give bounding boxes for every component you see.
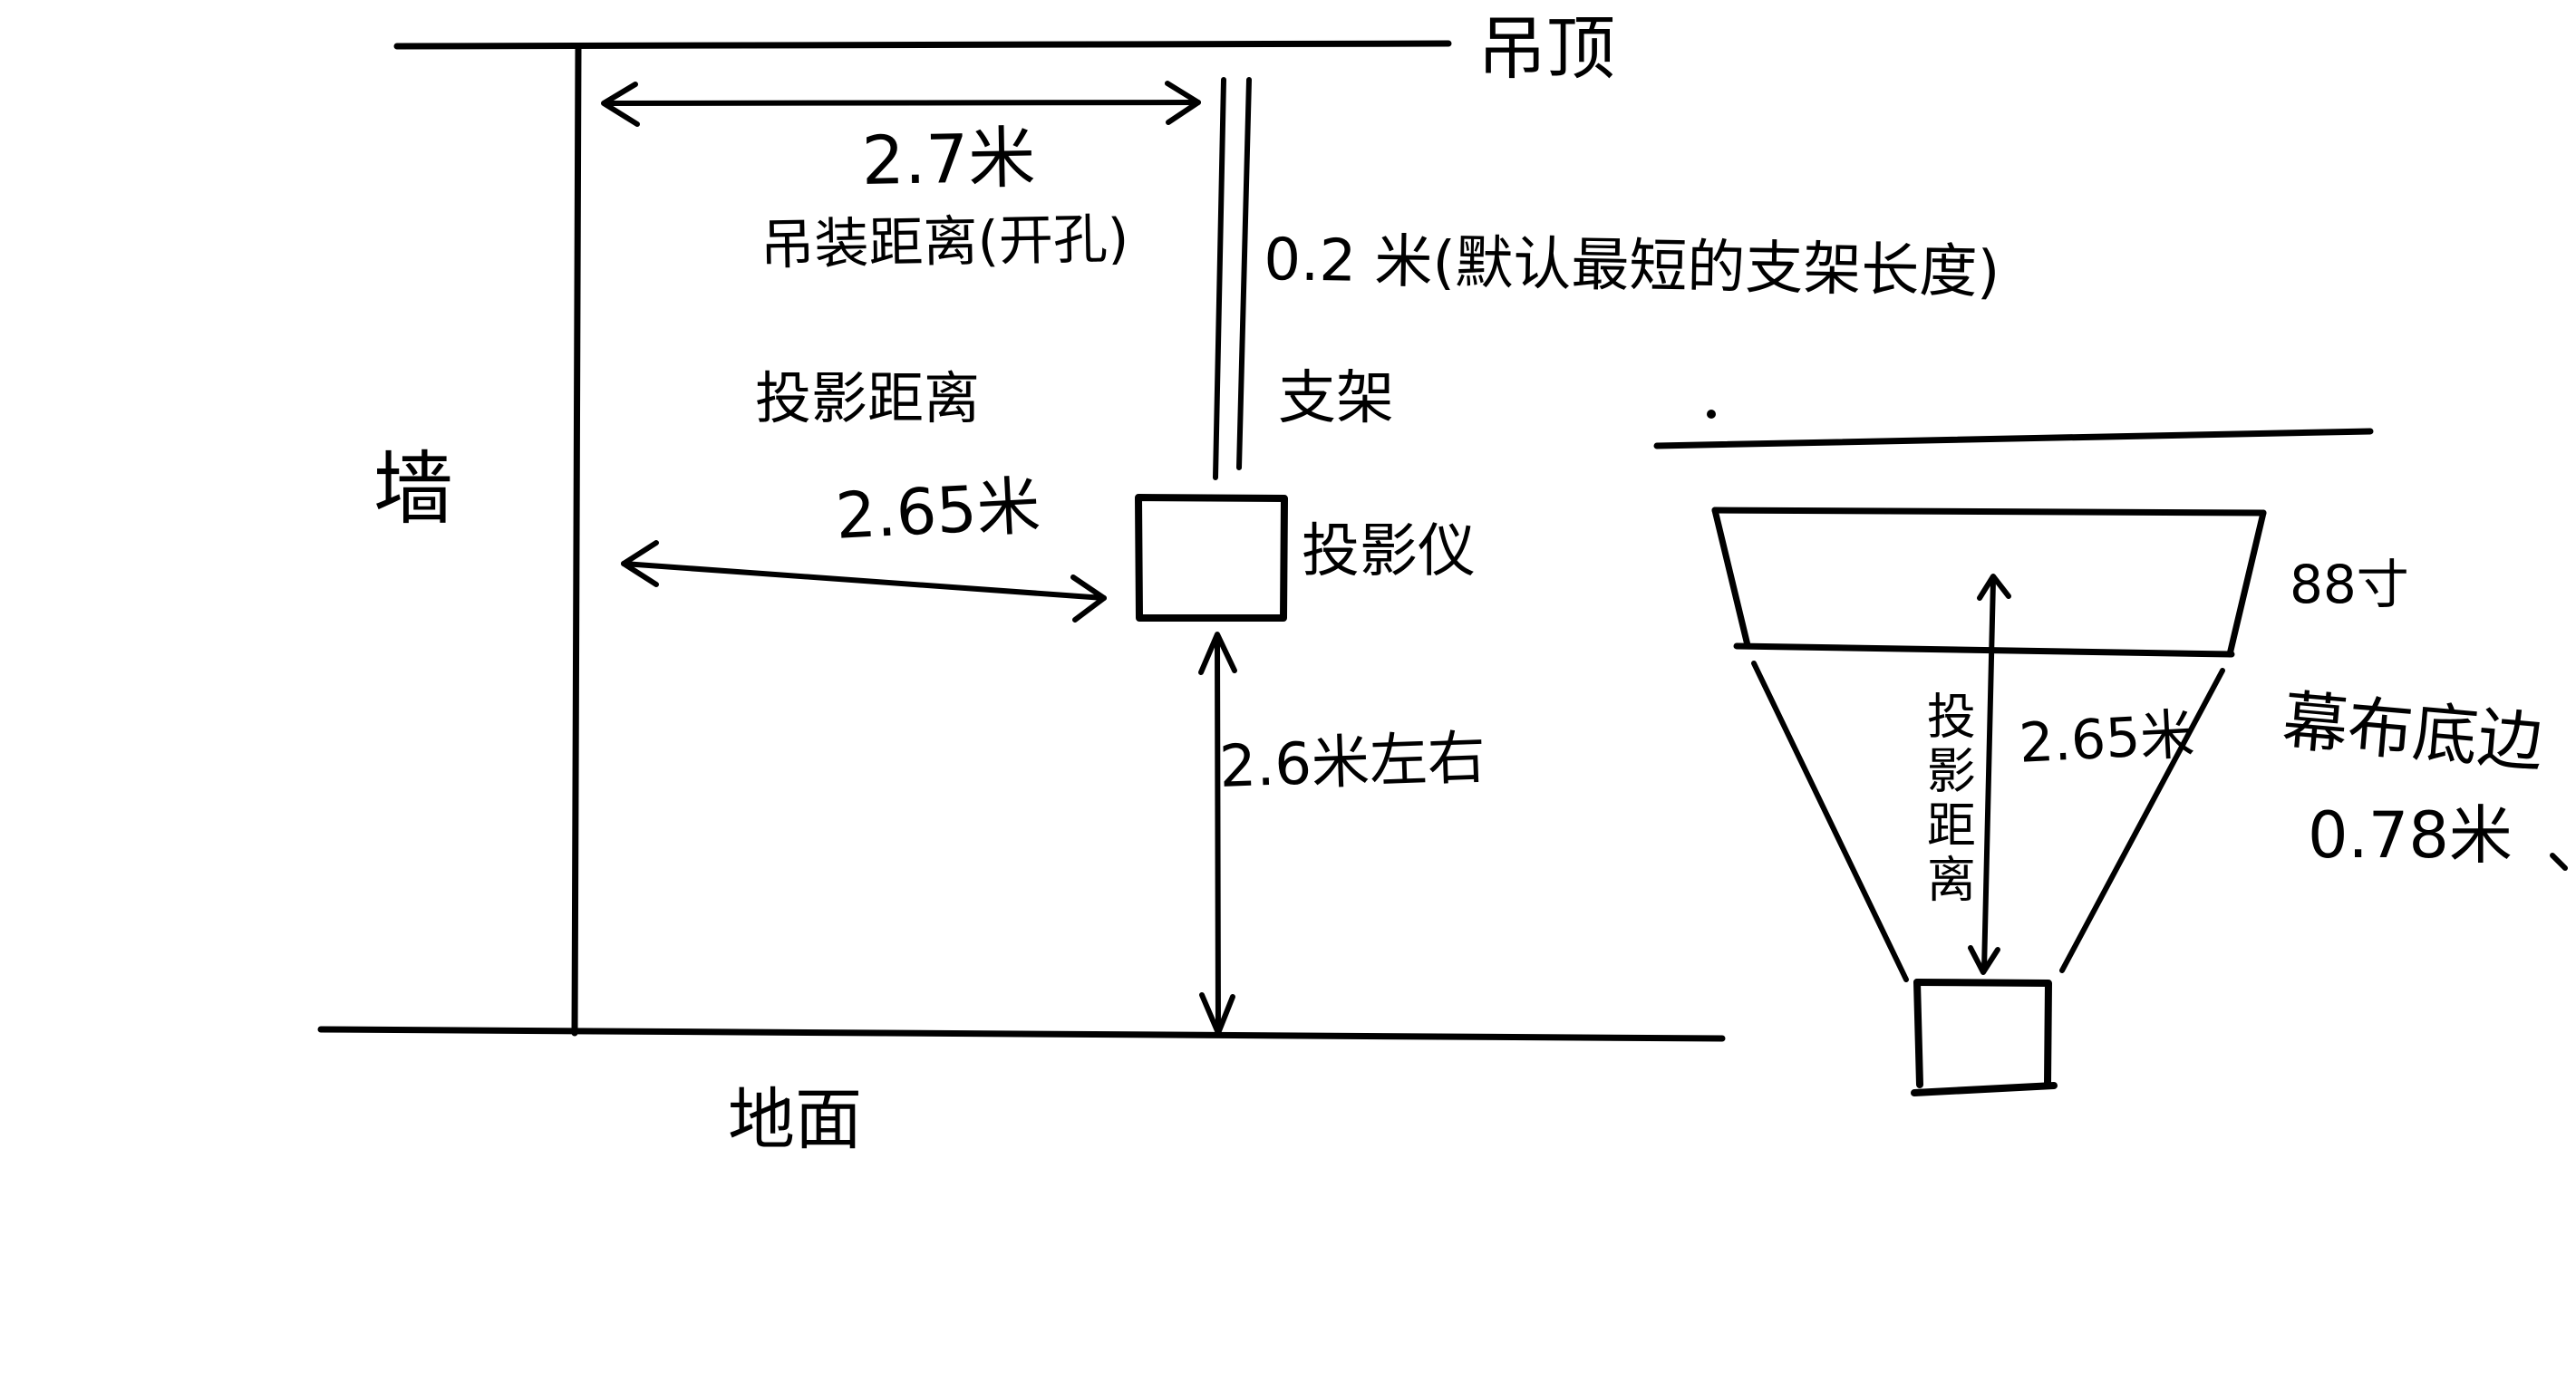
projector-box bbox=[1135, 494, 1288, 622]
ceiling-line bbox=[393, 40, 1452, 50]
right-projection-distance-label: 投影距离 bbox=[1918, 690, 1976, 908]
floor-label: 地面 bbox=[728, 1081, 862, 1159]
projection-distance-label: 投影距离 bbox=[755, 365, 981, 431]
wall-line bbox=[571, 43, 582, 1037]
height-arrow bbox=[1198, 632, 1237, 1036]
screen-top-line bbox=[1653, 428, 2374, 449]
screen-bottom-edge-value: 0.78米 bbox=[2308, 798, 2513, 873]
wall-label: 墙 bbox=[373, 442, 454, 536]
mount-distance-arrow bbox=[601, 81, 1201, 127]
cone-right-line bbox=[2059, 668, 2225, 973]
lens-height-value: 2.6米左右 bbox=[1217, 724, 1487, 801]
ink-dot bbox=[1707, 410, 1716, 419]
right-projection-arrow bbox=[1968, 574, 2011, 975]
projection-distance-arrow bbox=[621, 540, 1107, 623]
cone-left-line bbox=[1751, 661, 1909, 982]
floor-line bbox=[317, 1026, 1726, 1042]
right-projection-distance-value: 2.65米 bbox=[2017, 702, 2196, 776]
mount-distance-label: 吊装距离(开孔) bbox=[759, 207, 1129, 277]
right-projector-box bbox=[1911, 979, 2058, 1096]
bracket-label: 支架 bbox=[1278, 365, 1394, 432]
projection-distance-value: 2.65米 bbox=[833, 468, 1042, 554]
bracket-min-length-note: 0.2 米(默认最短的支架长度) bbox=[1263, 227, 2000, 307]
bracket-line-right bbox=[1236, 77, 1252, 470]
comma-tick bbox=[2550, 853, 2568, 871]
bracket-line-left bbox=[1213, 77, 1226, 480]
projector-label: 投影仪 bbox=[1302, 518, 1476, 585]
mount-distance-value: 2.7米 bbox=[860, 119, 1037, 200]
ceiling-label: 吊顶 bbox=[1477, 8, 1615, 89]
screen-size-label: 88寸 bbox=[2290, 554, 2409, 615]
screen-quad bbox=[1711, 507, 2267, 658]
